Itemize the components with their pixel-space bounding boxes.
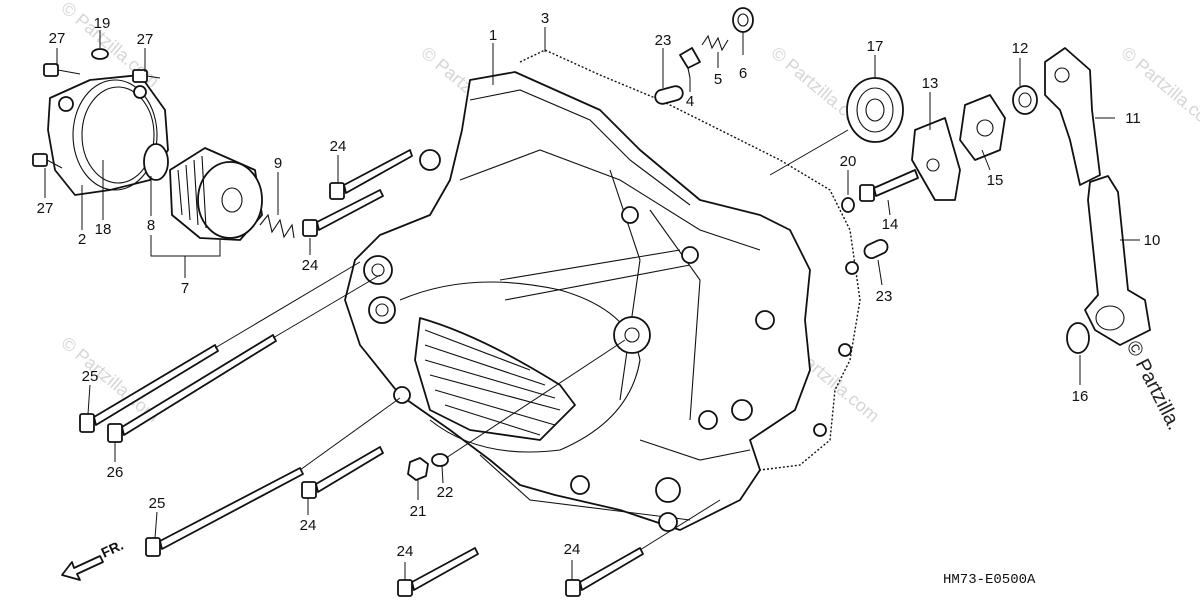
label-24c: 24 xyxy=(300,517,317,534)
label-24b: 24 xyxy=(302,257,319,274)
label-10: 10 xyxy=(1144,232,1161,249)
nut-21 xyxy=(407,457,429,481)
label-27b: 27 xyxy=(137,31,154,48)
bearing-17 xyxy=(846,77,904,143)
label-5: 5 xyxy=(714,71,722,88)
label-26: 26 xyxy=(107,464,124,481)
label-24e: 24 xyxy=(564,541,581,558)
seal-8 xyxy=(143,143,169,181)
crankcase-cover xyxy=(344,71,859,532)
spring-12 xyxy=(1012,85,1038,115)
label-24d: 24 xyxy=(397,543,414,560)
label-16: 16 xyxy=(1072,388,1089,405)
bearing-leader xyxy=(769,129,849,176)
part-numbers: 1 2 3 4 5 6 7 8 9 10 11 12 13 14 15 16 1… xyxy=(37,10,1161,560)
washer-16 xyxy=(1066,322,1090,354)
filter-cover xyxy=(47,74,169,196)
plate-15 xyxy=(959,94,1006,161)
gasket-outline xyxy=(519,49,861,471)
label-15: 15 xyxy=(987,172,1004,189)
label-24a: 24 xyxy=(330,138,347,155)
oil-filter-element xyxy=(169,147,263,241)
label-18: 18 xyxy=(95,221,112,238)
label-25b: 25 xyxy=(149,495,166,512)
label-4: 4 xyxy=(686,93,694,110)
arm-11 xyxy=(1044,47,1101,186)
label-7: 7 xyxy=(181,280,189,297)
label-1: 1 xyxy=(489,27,497,44)
dowel-23-top xyxy=(654,85,684,105)
dowel-23-right xyxy=(863,238,889,260)
label-19: 19 xyxy=(94,15,111,32)
label-27a: 27 xyxy=(49,30,66,47)
plate-13 xyxy=(911,117,961,201)
label-2: 2 xyxy=(78,231,86,248)
label-22: 22 xyxy=(437,484,454,501)
label-17: 17 xyxy=(867,38,884,55)
label-23a: 23 xyxy=(655,32,672,49)
label-11: 11 xyxy=(1125,110,1141,127)
label-8: 8 xyxy=(147,217,155,234)
edge-watermark: © Partzilla. xyxy=(1122,337,1186,433)
diagram-code: HM73-E0500A xyxy=(943,572,1036,588)
bolts-24 xyxy=(301,149,721,597)
o-ring-19 xyxy=(91,48,109,60)
front-arrow: FR. xyxy=(61,537,126,581)
leader-lines xyxy=(44,27,1140,580)
label-25a: 25 xyxy=(82,368,99,385)
label-20: 20 xyxy=(840,153,857,170)
label-12: 12 xyxy=(1012,40,1029,57)
relief-valve xyxy=(679,7,754,79)
label-3: 3 xyxy=(541,10,549,27)
label-9: 9 xyxy=(274,155,282,172)
bolts-25-26 xyxy=(79,261,401,557)
arm-10 xyxy=(1084,175,1151,346)
front-arrow-label: FR. xyxy=(99,537,126,561)
washer-20 xyxy=(841,197,855,213)
shaft-bolt-14 xyxy=(859,169,919,202)
spring-9 xyxy=(259,213,295,239)
label-27c: 27 xyxy=(37,200,54,217)
label-6: 6 xyxy=(739,65,747,82)
bolts-27 xyxy=(32,63,161,169)
label-21: 21 xyxy=(410,503,427,520)
washer-22 xyxy=(431,453,449,467)
label-13: 13 xyxy=(922,75,939,92)
label-14: 14 xyxy=(882,216,899,233)
label-23b: 23 xyxy=(876,288,893,305)
